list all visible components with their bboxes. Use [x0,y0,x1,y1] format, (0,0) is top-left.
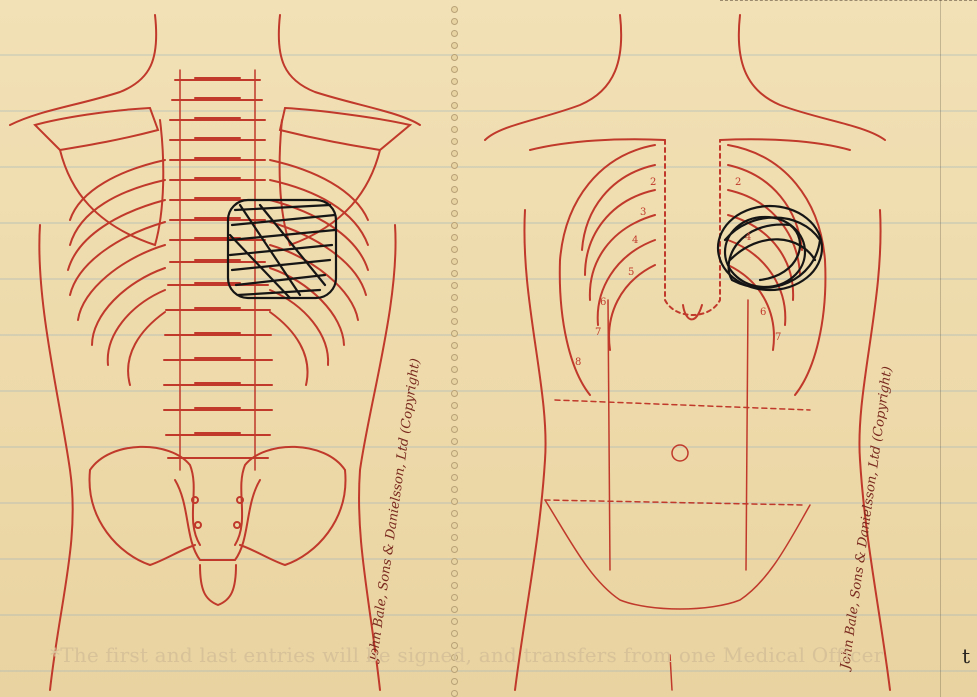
perforation-hole [451,114,458,121]
perforation-hole [451,534,458,541]
pelvis [90,447,346,605]
perforation-hole [451,330,458,337]
perforation-hole [451,174,458,181]
perforation-hole [451,498,458,505]
perforation-hole [451,462,458,469]
perforation-hole [451,138,458,145]
perforation-line [448,0,462,697]
perforation-hole [451,606,458,613]
perforation-hole [451,354,458,361]
footnote-faded-text: *The first and last entries will be sign… [50,643,883,667]
perforation-hole [451,438,458,445]
spine [164,70,272,470]
perforation-hole [451,678,458,685]
svg-text:6: 6 [600,297,606,308]
perforation-hole [451,210,458,217]
svg-text:3: 3 [640,207,646,218]
perforation-hole [451,510,458,517]
perforation-hole [451,150,458,157]
front-lesion-scribble [718,206,822,290]
perforation-hole [451,450,458,457]
ribcage-front [560,140,826,395]
perforation-hole [451,234,458,241]
svg-text:5: 5 [628,267,634,278]
rib-number-labels: 2 3 4 5 6 7 8 2 4 6 7 [575,177,781,368]
perforation-hole [451,42,458,49]
perforation-hole [451,630,458,637]
perforation-hole [451,18,458,25]
perforation-hole [451,414,458,421]
front-body-outline [485,15,890,690]
perforation-hole [451,186,458,193]
svg-text:2: 2 [650,177,656,188]
perforation-hole [451,426,458,433]
ribs-left [68,160,165,385]
perforation-hole [451,90,458,97]
perforation-hole [451,558,458,565]
perforation-hole [451,474,458,481]
perforation-hole [451,66,458,73]
perforation-hole [451,222,458,229]
footnote-tail-text: t [962,644,970,668]
svg-text:7: 7 [775,332,781,343]
perforation-hole [451,690,458,697]
perforation-hole [451,366,458,373]
perforation-hole [451,102,458,109]
shoulder-blades [35,108,410,245]
perforation-hole [451,618,458,625]
perforation-hole [451,666,458,673]
perforation-hole [451,6,458,13]
perforation-hole [451,162,458,169]
perforation-hole [451,318,458,325]
perforation-hole [451,522,458,529]
perforation-hole [451,246,458,253]
perforation-hole [451,198,458,205]
perforation-hole [451,546,458,553]
perforation-hole [451,258,458,265]
perforation-hole [451,342,458,349]
svg-text:6: 6 [760,307,766,318]
perforation-hole [451,378,458,385]
perforation-hole [451,486,458,493]
perforation-hole [451,402,458,409]
svg-text:4: 4 [632,235,638,246]
perforation-hole [451,270,458,277]
perforation-hole [451,54,458,61]
abdomen-lines [545,300,810,690]
perforation-hole [451,294,458,301]
front-view-diagram: 2 3 4 5 6 7 8 2 4 6 7 [470,0,970,697]
perforation-hole [451,582,458,589]
svg-text:7: 7 [595,327,601,338]
perforation-hole [451,126,458,133]
svg-text:2: 2 [735,177,741,188]
perforation-hole [451,78,458,85]
perforation-hole [451,594,458,601]
perforation-hole [451,306,458,313]
svg-text:4: 4 [745,232,751,243]
clavicles [530,139,850,150]
perforation-hole [451,30,458,37]
perforation-hole [451,570,458,577]
svg-text:8: 8 [575,357,581,368]
perforation-hole [451,282,458,289]
perforation-hole [451,390,458,397]
